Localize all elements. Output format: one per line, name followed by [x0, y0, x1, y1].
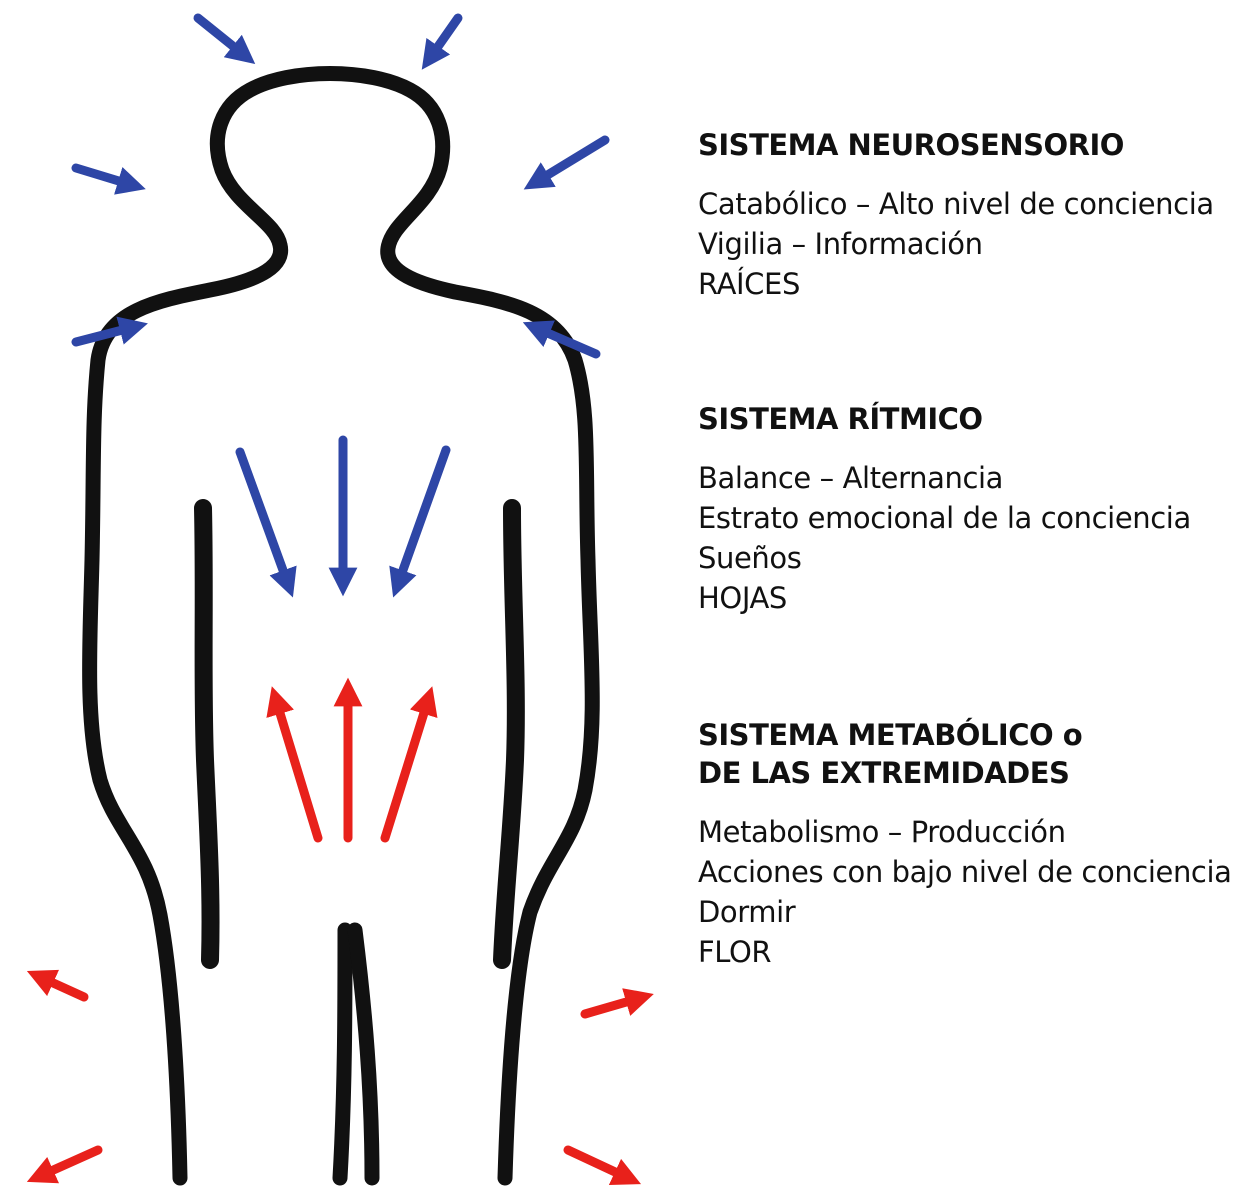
section-lines: Balance – Alternancia Estrato emocional … [698, 458, 1228, 618]
right-arm-line [502, 508, 516, 960]
outward-arrow [40, 977, 84, 997]
section-ritmico: SISTEMA RÍTMICO Balance – Alternancia Es… [698, 400, 1228, 618]
section-metabolico: SISTEMA METABÓLICO o DE LAS EXTREMIDADES… [698, 716, 1228, 972]
inward-arrow [430, 18, 458, 58]
section-line: Catabólico – Alto nivel de conciencia [698, 184, 1228, 224]
inward-arrow [398, 450, 446, 584]
section-title-line: SISTEMA NEUROSENSORIO [698, 126, 1228, 164]
inward-arrow [76, 168, 132, 185]
section-lines: Metabolismo – Producción Acciones con ba… [698, 812, 1228, 972]
inward-arrow [536, 140, 605, 182]
section-line: Acciones con bajo nivel de conciencia [698, 852, 1228, 892]
section-title: SISTEMA RÍTMICO [698, 400, 1228, 438]
outward-arrow [40, 1150, 98, 1176]
section-line: Estrato emocional de la conciencia [698, 498, 1228, 538]
section-lines: Catabólico – Alto nivel de conciencia Vi… [698, 184, 1228, 304]
left-arm-line [203, 508, 211, 960]
inward-arrow [198, 18, 244, 55]
outward-arrow [276, 700, 318, 838]
section-title-line: DE LAS EXTREMIDADES [698, 754, 1228, 792]
inward-arrow [240, 452, 288, 584]
outward-arrow [568, 1150, 628, 1178]
section-neurosensorio: SISTEMA NEUROSENSORIO Catabólico – Alto … [698, 126, 1228, 304]
body-diagram [0, 0, 680, 1192]
right-leg-line [355, 930, 372, 1178]
section-line: FLOR [698, 932, 1228, 972]
section-title-line: SISTEMA RÍTMICO [698, 400, 1228, 438]
section-line: HOJAS [698, 578, 1228, 618]
legend: SISTEMA NEUROSENSORIO Catabólico – Alto … [698, 0, 1228, 1192]
section-line: Dormir [698, 892, 1228, 932]
left-leg-line [340, 930, 345, 1178]
section-line: Vigilia – Información [698, 224, 1228, 264]
section-line: Balance – Alternancia [698, 458, 1228, 498]
section-title: SISTEMA NEUROSENSORIO [698, 126, 1228, 164]
outward-arrow [585, 998, 640, 1014]
section-title-line: SISTEMA METABÓLICO o [698, 716, 1228, 754]
section-line: Sueños [698, 538, 1228, 578]
section-line: RAÍCES [698, 264, 1228, 304]
outward-arrow [385, 700, 428, 838]
section-line: Metabolismo – Producción [698, 812, 1228, 852]
section-title: SISTEMA METABÓLICO o DE LAS EXTREMIDADES [698, 716, 1228, 792]
